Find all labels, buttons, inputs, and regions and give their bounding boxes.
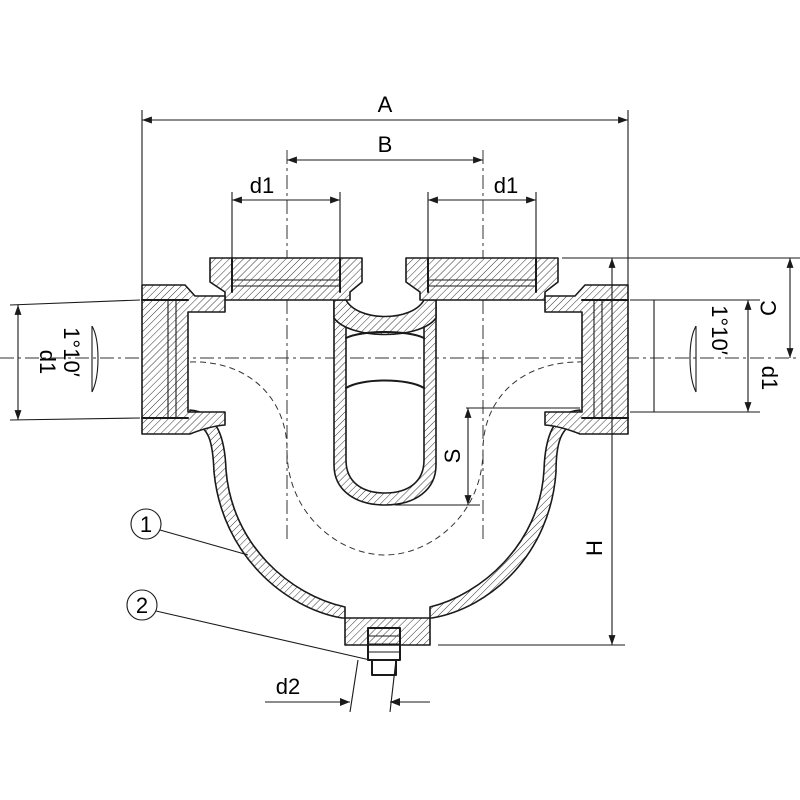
label-A: A bbox=[378, 92, 393, 117]
label-d1-top-right: d1 bbox=[494, 173, 518, 198]
dimension-d1-top-left: d1 bbox=[231, 173, 341, 258]
center-lines bbox=[0, 150, 800, 540]
label-H: H bbox=[582, 540, 607, 556]
dimension-C: C bbox=[562, 257, 800, 358]
label-angle-right: 1°10′ bbox=[707, 305, 732, 355]
dimension-H: H bbox=[438, 258, 625, 646]
dimension-S: S bbox=[395, 407, 580, 506]
hidden-inner-bend bbox=[189, 361, 586, 556]
label-C: C bbox=[756, 300, 781, 316]
label-d1-left: d1 bbox=[35, 350, 60, 374]
label-d1-top-left: d1 bbox=[250, 173, 274, 198]
dimension-d1-top-right: d1 bbox=[427, 173, 537, 258]
dimension-B: B bbox=[287, 132, 483, 164]
label-angle-left: 1°10′ bbox=[59, 327, 84, 377]
callout-1: 1 bbox=[130, 508, 249, 556]
label-S: S bbox=[440, 449, 465, 464]
label-B: B bbox=[378, 132, 393, 157]
callout-2: 2 bbox=[126, 589, 371, 661]
label-callout-2: 2 bbox=[136, 593, 148, 618]
dimension-d1-right: d1 1°10′ bbox=[630, 299, 782, 413]
dimension-d2: d2 bbox=[265, 659, 430, 713]
trap-body bbox=[141, 257, 629, 676]
label-d2: d2 bbox=[276, 674, 300, 699]
label-callout-1: 1 bbox=[140, 512, 152, 537]
dimension-d1-left: d1 1°10′ bbox=[9, 299, 141, 421]
dimension-A: A bbox=[141, 92, 629, 285]
label-d1-right: d1 bbox=[757, 366, 782, 390]
